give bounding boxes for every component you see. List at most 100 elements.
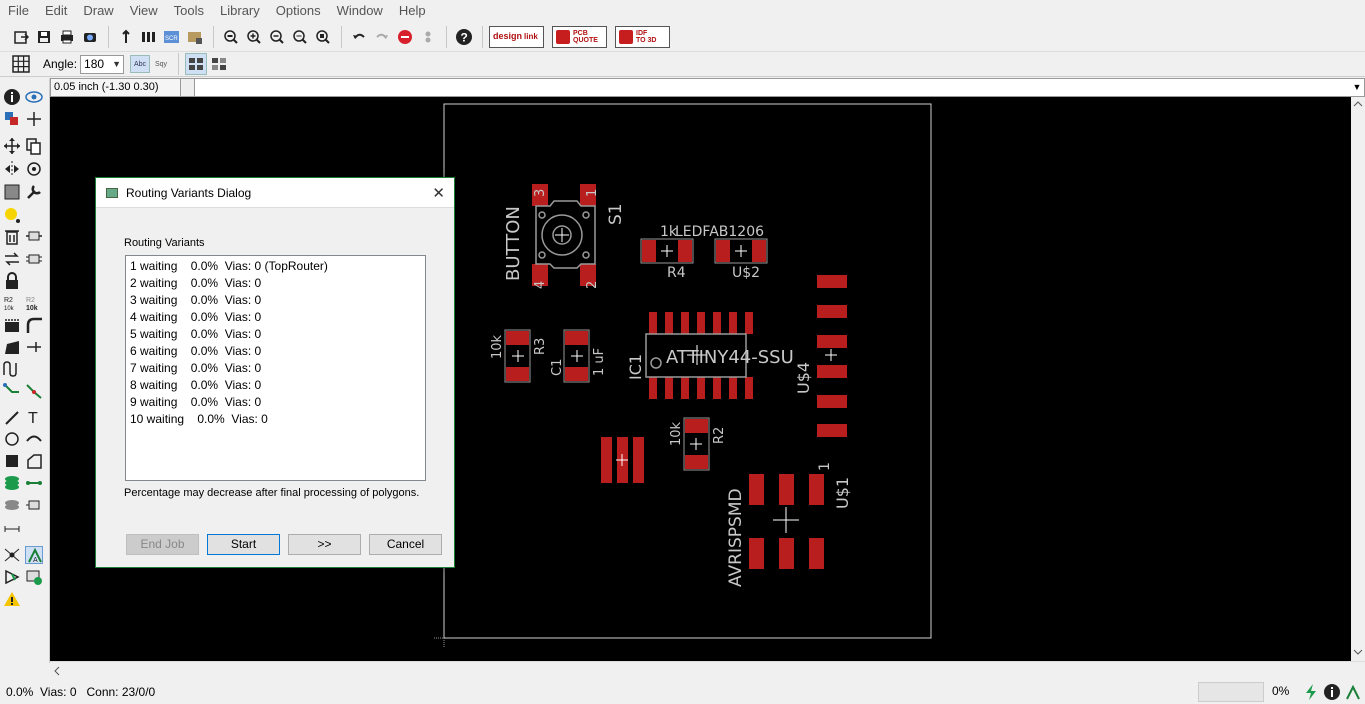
display-icon[interactable] (3, 110, 21, 128)
via-icon[interactable] (3, 474, 21, 492)
text-icon[interactable]: T (25, 408, 43, 426)
hole-icon[interactable] (3, 496, 21, 514)
menu-file[interactable]: File (8, 3, 29, 18)
list-item[interactable]: 2 waiting 0.0% Vias: 0 (130, 276, 262, 290)
signal-icon[interactable] (25, 474, 43, 492)
text-mirror-button[interactable]: Abc (130, 55, 151, 73)
open-icon[interactable] (10, 26, 32, 48)
script-icon[interactable] (138, 26, 160, 48)
grid-icon[interactable] (10, 53, 32, 75)
autorouter-icon[interactable]: A (25, 546, 43, 564)
text-spin-button[interactable]: Sqy (151, 55, 171, 73)
show-icon[interactable] (25, 88, 43, 106)
zoom-in-icon[interactable] (243, 26, 265, 48)
attribute-icon[interactable] (25, 496, 43, 514)
add-icon[interactable] (25, 227, 43, 245)
cam-icon[interactable] (79, 26, 101, 48)
pcb-quote-button[interactable]: PCB QUOTE (552, 25, 607, 48)
drc-icon[interactable] (25, 568, 43, 586)
layout-b-icon[interactable] (208, 53, 230, 75)
list-item[interactable]: 7 waiting 0.0% Vias: 0 (130, 361, 262, 375)
circle-icon[interactable] (3, 430, 21, 448)
paste-icon[interactable] (3, 206, 21, 224)
zoom-redraw-icon[interactable] (289, 26, 311, 48)
split-icon[interactable] (3, 338, 21, 356)
rotate-icon[interactable] (25, 160, 43, 178)
menu-edit[interactable]: Edit (44, 3, 68, 18)
horizontal-scrollbar[interactable] (50, 661, 1365, 679)
lightning-icon[interactable] (1302, 683, 1320, 704)
mirror-icon[interactable] (3, 160, 21, 178)
erc-icon[interactable] (3, 568, 21, 586)
list-item[interactable]: 9 waiting 0.0% Vias: 0 (130, 395, 262, 409)
angle-select[interactable]: 180 ▼ (80, 54, 125, 74)
change-icon[interactable] (25, 183, 43, 201)
cancel-button[interactable]: Cancel (369, 534, 442, 555)
lock-icon[interactable] (3, 272, 21, 290)
miter-icon[interactable] (25, 316, 43, 334)
ratsnest-icon[interactable] (3, 546, 21, 564)
undo-icon[interactable] (348, 26, 370, 48)
close-icon[interactable]: ✕ (432, 185, 445, 202)
variants-list[interactable]: 1 waiting 0.0% Vias: 0 (TopRouter) 2 wai… (125, 255, 426, 481)
stop-icon[interactable] (394, 26, 416, 48)
zoom-select-icon[interactable] (312, 26, 334, 48)
menu-draw[interactable]: Draw (83, 3, 114, 18)
meander-icon[interactable] (3, 360, 21, 378)
replace-icon[interactable] (25, 250, 43, 268)
info-status-icon[interactable] (1323, 683, 1341, 704)
route-status-icon[interactable] (1344, 683, 1362, 704)
list-item[interactable]: 8 waiting 0.0% Vias: 0 (130, 378, 262, 392)
layout-a-icon[interactable] (185, 53, 208, 75)
list-item[interactable]: 10 waiting 0.0% Vias: 0 (130, 412, 268, 426)
list-item[interactable]: 3 waiting 0.0% Vias: 0 (130, 293, 262, 307)
list-item[interactable]: 6 waiting 0.0% Vias: 0 (130, 344, 262, 358)
vertical-scrollbar[interactable] (1351, 97, 1365, 661)
menu-library[interactable]: Library (220, 3, 260, 18)
menu-window[interactable]: Window (336, 3, 383, 18)
warning-icon[interactable] (3, 590, 21, 608)
move-icon[interactable] (3, 137, 21, 155)
print-icon[interactable] (56, 26, 78, 48)
menu-view[interactable]: View (129, 3, 158, 18)
menu-options[interactable]: Options (275, 3, 321, 18)
dialog-titlebar[interactable]: Routing Variants Dialog (96, 178, 454, 208)
pinswap-icon[interactable] (3, 250, 21, 268)
mark-icon[interactable] (25, 110, 43, 128)
polygon-icon[interactable] (25, 452, 43, 470)
save-icon[interactable] (33, 26, 55, 48)
end-job-button[interactable]: End Job (126, 534, 199, 555)
menu-help[interactable]: Help (398, 3, 426, 18)
ulp-icon[interactable] (115, 26, 137, 48)
layer-icon[interactable] (184, 26, 206, 48)
design-link-button[interactable]: design link (489, 25, 544, 48)
zoom-fit-icon[interactable] (220, 26, 242, 48)
info-icon[interactable] (3, 88, 21, 106)
redo-icon[interactable] (371, 26, 393, 48)
scr-icon[interactable]: SCR (161, 26, 183, 48)
start-button[interactable]: Start (207, 534, 280, 555)
next-button[interactable]: >> (288, 534, 361, 555)
help-icon[interactable]: ? (453, 26, 475, 48)
go-icon[interactable] (417, 26, 439, 48)
optimize-icon[interactable] (25, 338, 43, 356)
rect-icon[interactable] (3, 452, 21, 470)
group-icon[interactable] (3, 183, 21, 201)
route-icon[interactable] (3, 382, 21, 400)
zoom-out-icon[interactable] (266, 26, 288, 48)
smash-icon[interactable] (3, 316, 21, 334)
copy-icon[interactable] (25, 137, 43, 155)
ripup-icon[interactable] (25, 382, 43, 400)
list-item[interactable]: 4 waiting 0.0% Vias: 0 (130, 310, 262, 324)
wire-icon[interactable] (3, 408, 21, 426)
dimension-icon[interactable] (3, 520, 21, 538)
delete-icon[interactable] (3, 227, 21, 245)
menu-tools[interactable]: Tools (173, 3, 205, 18)
coordinate-button[interactable] (181, 79, 195, 96)
arc-icon[interactable] (25, 430, 43, 448)
list-item[interactable]: 1 waiting 0.0% Vias: 0 (TopRouter) (130, 259, 328, 273)
command-input[interactable] (195, 79, 1350, 96)
list-item[interactable]: 5 waiting 0.0% Vias: 0 (130, 327, 262, 341)
